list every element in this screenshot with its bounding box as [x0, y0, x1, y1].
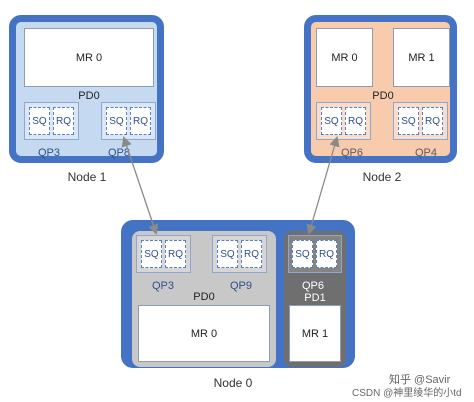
- node-0-qp9-label: QP9: [230, 280, 253, 292]
- node-0-qp3-label: QP3: [152, 280, 175, 292]
- node-2-qp4-sq: SQ: [398, 107, 419, 135]
- node-1-pd-label: PD0: [78, 90, 100, 102]
- node-2-name: Node 2: [362, 170, 402, 184]
- node-2-qp4: SQ RQ: [393, 102, 448, 140]
- node-2-qp6-rq: RQ: [345, 107, 366, 135]
- arrow-node0-qp3-to-node1-qp8: [121, 136, 159, 235]
- node-0-qp3: SQ RQ: [136, 235, 191, 273]
- node-0-pd1-label: PD1: [304, 292, 326, 304]
- node-1-qp3: SQ RQ: [24, 102, 79, 140]
- node-2-box: MR 0 MR 1 PD0 SQ RQ QP6 SQ RQ QP4: [304, 15, 457, 163]
- node-1-qp8: SQ RQ: [101, 102, 156, 140]
- node-0-box: SQ RQ QP3 SQ RQ QP9 PD0 MR 0 SQ RQ QP6 P…: [121, 220, 355, 368]
- node-2-qp6-sq: SQ: [321, 107, 342, 135]
- node-1-qp8-rq: RQ: [130, 107, 151, 135]
- node-1-qp8-label: QP8: [108, 147, 131, 159]
- node-0-qp6-sq: SQ: [292, 240, 313, 268]
- node-0-qp6-label: QP6: [302, 280, 325, 292]
- node-0-mr0: MR 0: [138, 305, 270, 362]
- node-0-mr1: MR 1: [289, 305, 341, 362]
- node-1-qp3-rq: RQ: [53, 107, 74, 135]
- node-1-qp3-label: QP3: [38, 147, 61, 159]
- node-2-qp4-label: QP4: [415, 147, 438, 159]
- node-1-mr0: MR 0: [24, 28, 154, 87]
- node-1-qp3-sq: SQ: [29, 107, 50, 135]
- node-2-qp6: SQ RQ: [316, 102, 371, 140]
- node-2-qp6-label: QP6: [341, 147, 364, 159]
- arrow-node0-qp6-to-node2-qp6: [306, 136, 340, 235]
- node-1-qp8-sq: SQ: [106, 107, 127, 135]
- node-0-qp9-rq: RQ: [241, 240, 262, 268]
- node-2-mr0: MR 0: [316, 28, 373, 87]
- node-0-qp9: SQ RQ: [212, 235, 267, 273]
- node-2-pd-label: PD0: [372, 90, 394, 102]
- node-0-name: Node 0: [213, 376, 253, 390]
- node-0-qp3-sq: SQ: [141, 240, 162, 268]
- node-0-pd0-label: PD0: [193, 291, 215, 303]
- node-0-qp6-rq: RQ: [316, 240, 337, 268]
- node-0-qp3-rq: RQ: [165, 240, 186, 268]
- node-0-pd0-domain: SQ RQ QP3 SQ RQ QP9 PD0 MR 0: [132, 231, 276, 367]
- node-1-name: Node 1: [67, 170, 107, 184]
- node-2-mr1: MR 1: [393, 28, 450, 87]
- node-0-pd1-domain: SQ RQ QP6 PD1 MR 1: [284, 231, 346, 367]
- node-0-qp9-sq: SQ: [217, 240, 238, 268]
- node-1-box: MR 0 PD0 SQ RQ QP3 SQ RQ QP8: [9, 15, 164, 163]
- node-0-qp6: SQ RQ: [288, 235, 342, 273]
- node-2-qp4-rq: RQ: [422, 107, 443, 135]
- watermark-zhihu: 知乎 @Savir: [389, 374, 451, 386]
- watermark-csdn: CSDN @神里绫华的小td: [352, 388, 462, 399]
